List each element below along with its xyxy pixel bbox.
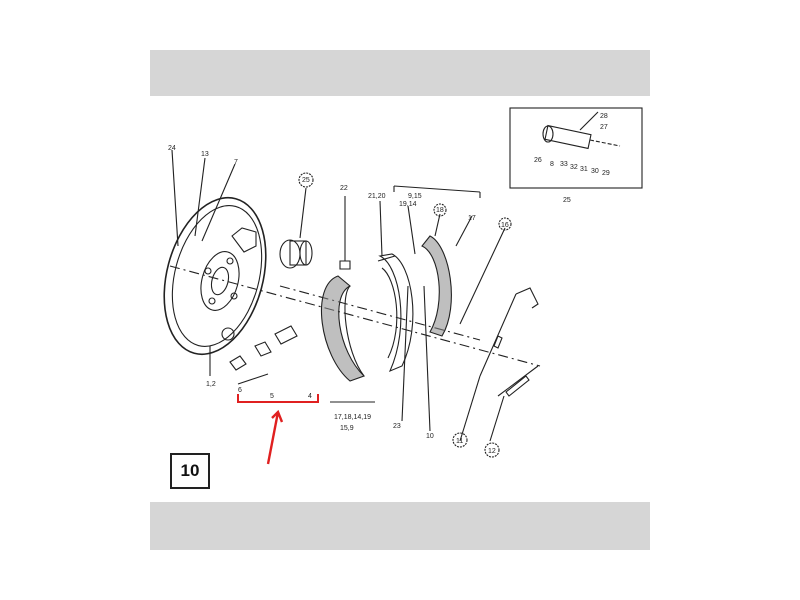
bolt-22 [339,196,351,270]
callout-28: 28 [600,113,608,120]
callout-19-14: 19,14 [399,201,417,208]
callout-22: 22 [340,185,348,192]
callout-9-15: 9,15 [408,193,422,200]
callout-27: 27 [600,124,608,131]
inset-cylinder-detail [509,107,643,189]
callout-26: 26 [534,157,542,164]
callout-32: 32 [570,164,578,171]
callout-7: 7 [234,159,238,166]
callout-15-9: 15,9 [340,425,354,432]
callout-8: 8 [550,161,554,168]
callout-6: 6 [238,387,242,394]
wheel-cylinder [279,239,313,269]
callout-10: 10 [426,433,434,440]
callout-12: 12 [488,448,496,455]
axis-line [169,265,541,367]
callout-21-20: 21,20 [368,193,386,200]
page-number-box: 10 [170,453,210,489]
adjuster-parts [229,325,298,371]
callout-1-2: 1,2 [206,381,216,388]
callout-17: 17 [468,215,476,222]
bottom-gray-band [150,502,650,550]
callout-33: 33 [560,161,568,168]
spring-11 [479,287,539,377]
callout-4: 4 [308,393,312,400]
top-gray-band [150,50,650,96]
callout-5: 5 [270,393,274,400]
highlight-bracket [237,394,319,465]
callout-25-inset: 25 [563,197,571,204]
axis-line-2 [279,285,481,341]
callout-24: 24 [168,145,176,152]
callout-17-18-14-19: 17,18,14,19 [334,414,371,421]
brake-shoe-rear [377,253,414,373]
lining-18 [421,235,452,337]
brake-exploded-diagram: 24 13 7 25 22 21,20 9,15 19,14 18 17 16 … [150,96,650,502]
callout-30: 30 [591,168,599,175]
callout-13: 13 [201,151,209,158]
callout-29: 29 [602,170,610,177]
callout-31: 31 [580,166,588,173]
callout-11: 11 [456,438,463,445]
callout-18: 18 [436,207,444,214]
backing-plate [163,196,267,356]
brake-shoe-front [320,275,366,382]
callout-16: 16 [501,222,509,229]
diagram-svg: 24 13 7 25 22 21,20 9,15 19,14 18 17 16 … [163,107,643,465]
callout-23: 23 [393,423,401,430]
callout-25: 25 [302,177,310,184]
spring-12 [497,365,539,397]
